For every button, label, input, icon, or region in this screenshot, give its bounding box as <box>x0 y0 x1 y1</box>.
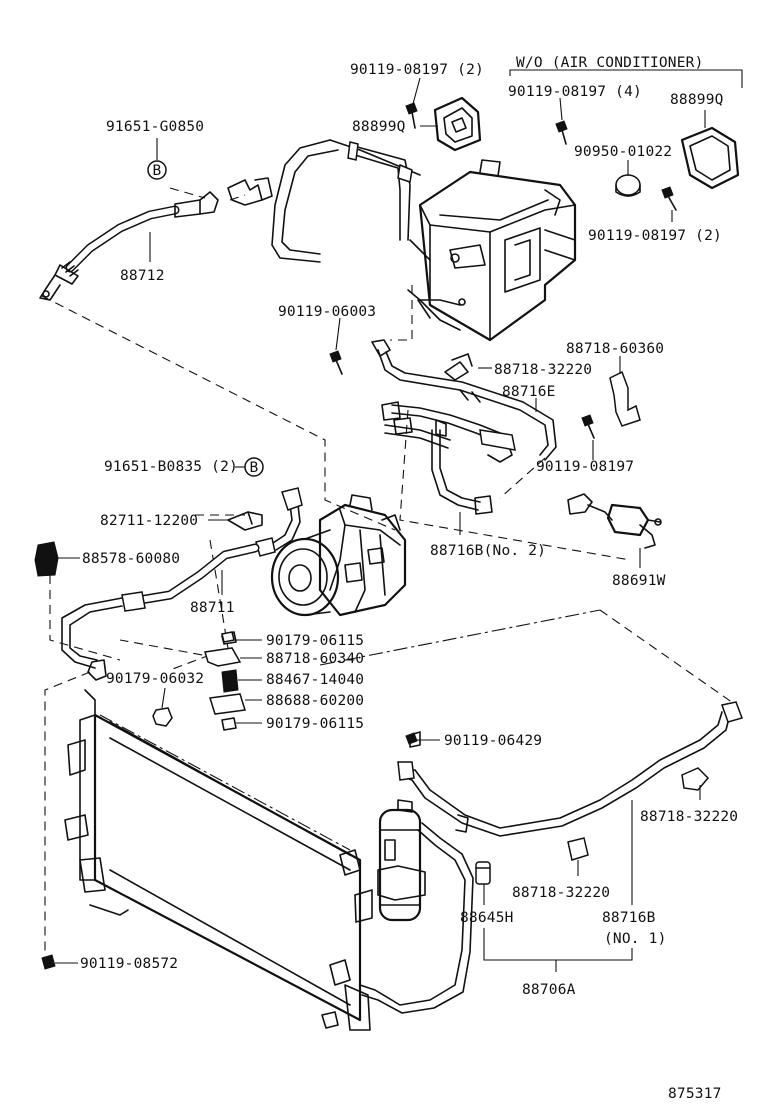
bolt-markers: B B <box>147 160 264 477</box>
hose-88712 <box>39 177 273 301</box>
pipe-88716b-no2 <box>431 419 493 515</box>
pipe-88716b-no1 <box>397 701 743 837</box>
label-88716b-no2: 88716B(No. 2) <box>430 543 546 559</box>
label-88467-14040: 88467-14040 <box>266 672 364 688</box>
label-90119-08572: 90119-08572 <box>80 956 178 972</box>
label-90119-08197-4: 90119-08197 (4) <box>508 84 642 100</box>
label-88711: 88711 <box>190 600 235 616</box>
clamp-88718-32220-lower <box>567 837 589 861</box>
label-90950-01022: 90950-01022 <box>574 144 672 160</box>
label-91651-b0835-2: 91651-B0835 (2) <box>104 459 238 475</box>
pressure-switch-88645h <box>475 861 491 885</box>
hose-88711 <box>61 487 303 681</box>
label-88712: 88712 <box>120 268 165 284</box>
label-90179-06115-lower: 90179-06115 <box>266 716 364 732</box>
compressor <box>270 494 407 617</box>
clamp-88718-32220-right <box>681 767 710 791</box>
receiver-dryer <box>377 799 426 922</box>
label-diagram-number: 875317 <box>668 1086 722 1102</box>
label-88718-32220-lower: 88718-32220 <box>512 885 610 901</box>
label-88899q-right: 88899Q <box>670 92 724 108</box>
bolt-marker-letter: B <box>153 163 162 179</box>
connection-lines <box>41 187 737 960</box>
label-90119-08197-2-right: 90119-08197 (2) <box>588 228 722 244</box>
label-90119-06003: 90119-06003 <box>278 304 376 320</box>
bracket-stack <box>204 631 246 731</box>
label-88718-60340: 88718-60340 <box>266 651 364 667</box>
cap-90950-01022 <box>615 174 641 197</box>
label-90119-06429: 90119-06429 <box>444 733 542 749</box>
label-88578-60080: 88578-60080 <box>82 551 180 567</box>
bolts <box>41 102 677 970</box>
upper-heater-hoses <box>271 139 431 263</box>
evaporator-unit <box>407 159 577 342</box>
label-88691w: 88691W <box>612 573 666 589</box>
label-90119-08197: 90119-08197 <box>536 459 634 475</box>
label-90179-06032: 90179-06032 <box>106 671 204 687</box>
label-88716b: 88716B <box>602 910 656 926</box>
thermistor-88691w <box>567 493 662 549</box>
label-88688-60200: 88688-60200 <box>266 693 364 709</box>
label-88718-32220-right: 88718-32220 <box>640 809 738 825</box>
bolt-marker-letter: B <box>250 460 259 476</box>
cushion-88578-60080 <box>34 541 59 577</box>
label-88716e: 88716E <box>502 384 556 400</box>
label-82711-12200: 82711-12200 <box>100 513 198 529</box>
label-88645h: 88645H <box>460 910 514 926</box>
label-90179-06115-upper: 90179-06115 <box>266 633 364 649</box>
leader-lines <box>55 69 743 972</box>
label-wo-air-conditioner: W/O (AIR CONDITIONER) <box>516 55 704 71</box>
gasket-88899q <box>433 96 482 152</box>
gasket-88899q-wo-ac <box>680 126 740 190</box>
clamp-82711-12200 <box>227 511 263 531</box>
label-no1: (NO. 1) <box>604 931 667 947</box>
nut-90179-06032 <box>152 707 173 727</box>
label-90119-08197-2-top: 90119-08197 (2) <box>350 62 484 78</box>
bracket-88718-60360 <box>609 370 641 427</box>
pipe-88716e <box>371 339 557 463</box>
part-labels: 90119-08197 (2) W/O (AIR CONDITIONER) 90… <box>80 55 738 1102</box>
label-88706a: 88706A <box>522 982 576 998</box>
label-91651-g0850: 91651-G0850 <box>106 119 204 135</box>
label-88718-32220-upper: 88718-32220 <box>494 362 592 378</box>
label-88899q-top: 88899Q <box>352 119 406 135</box>
label-88718-60360: 88718-60360 <box>566 341 664 357</box>
condenser <box>64 689 474 1031</box>
